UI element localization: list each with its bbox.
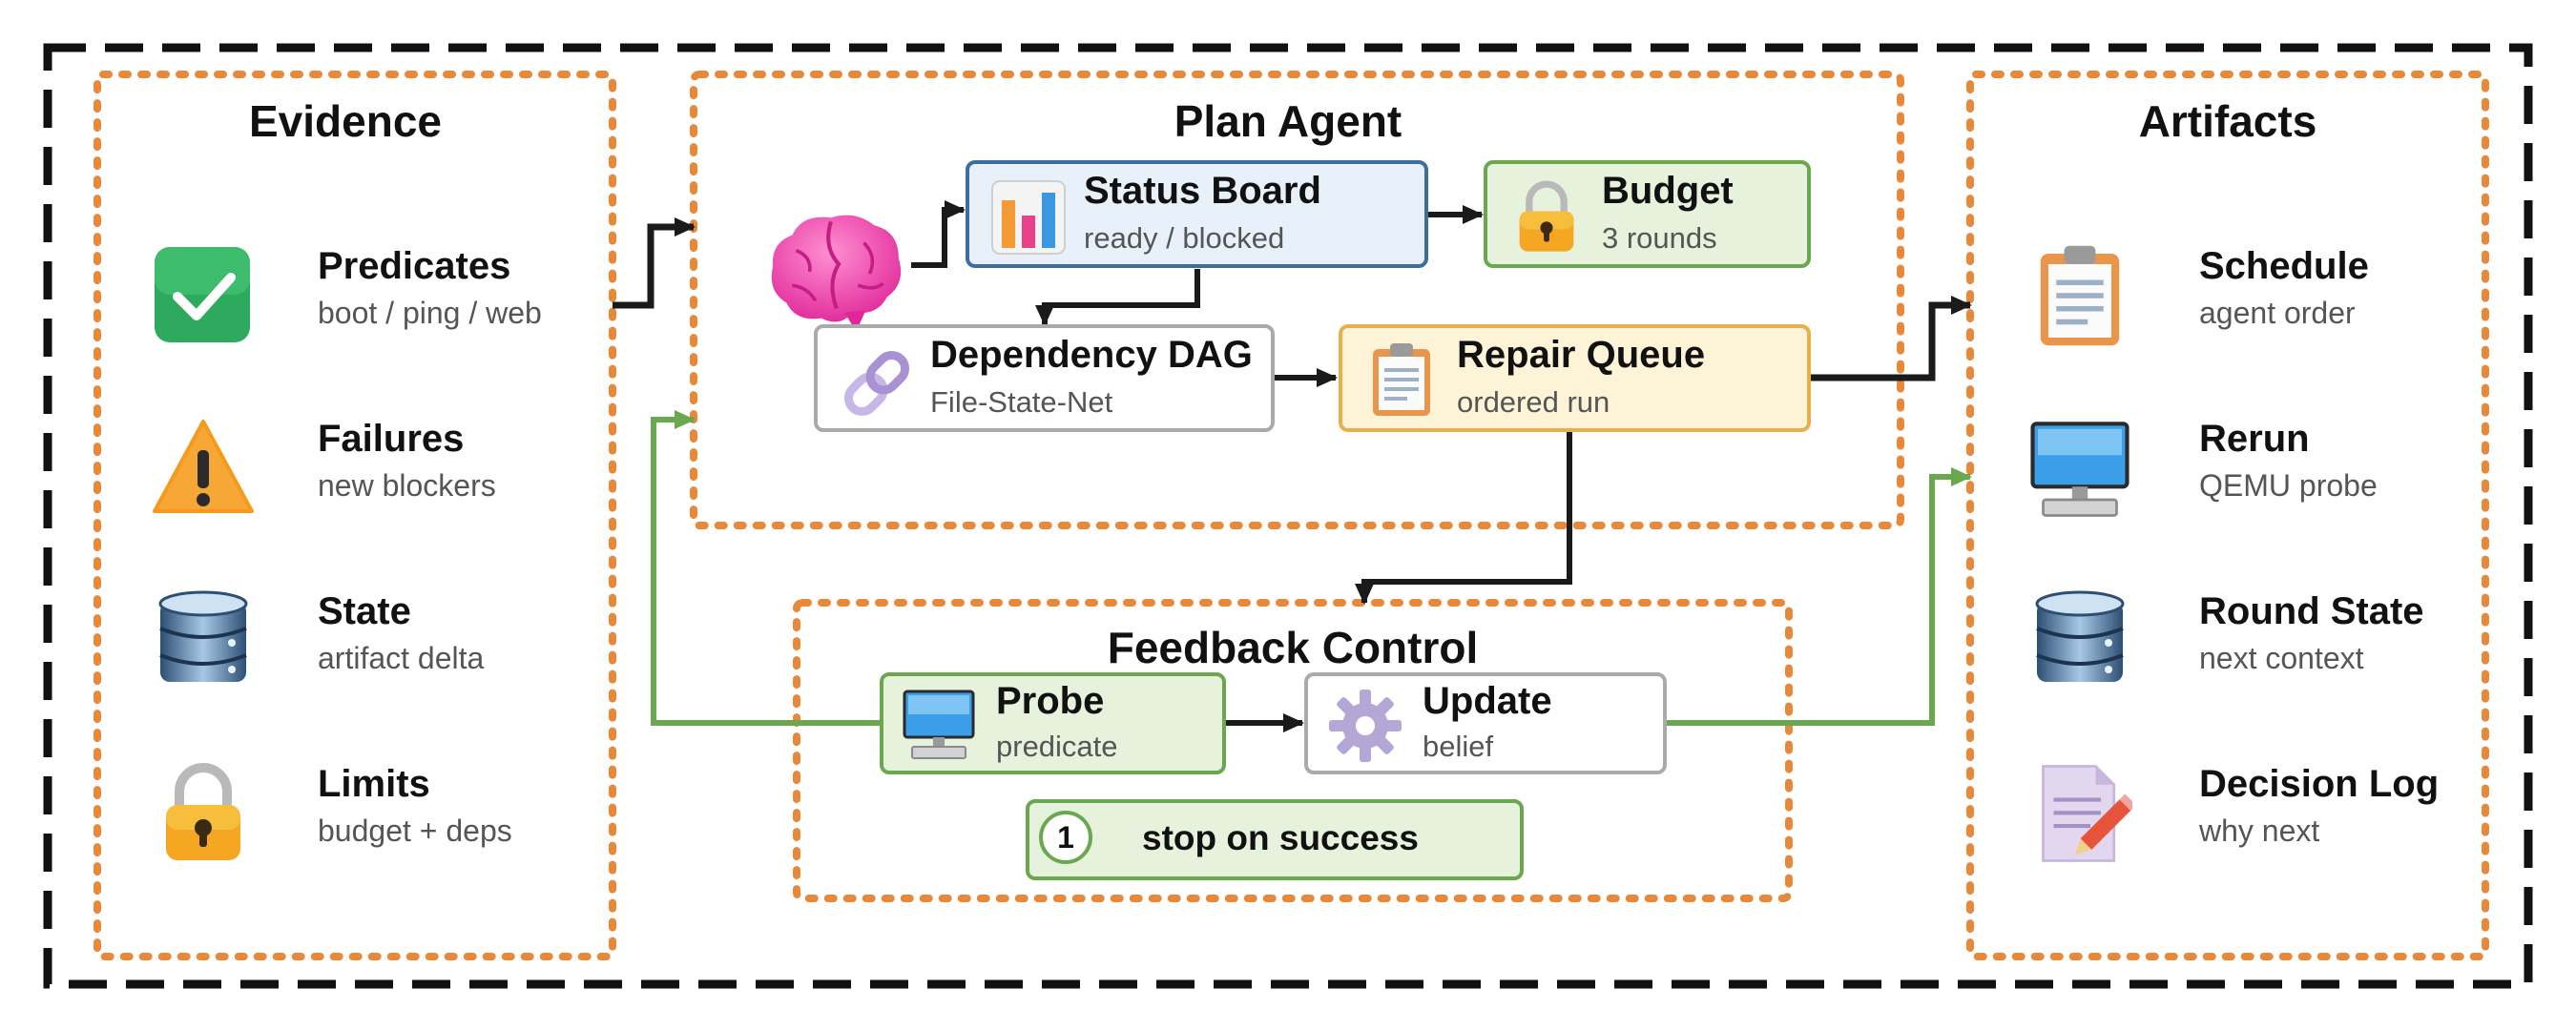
clipboard-icon bbox=[1373, 343, 1430, 416]
step-badge-number: 1 bbox=[1057, 819, 1074, 855]
gear-icon bbox=[1329, 690, 1402, 762]
evidence-sub: budget + deps bbox=[318, 814, 512, 848]
evidence-to-plan-arrow bbox=[613, 217, 696, 309]
update-label: Update bbox=[1423, 680, 1552, 722]
evidence-title: Evidence bbox=[249, 96, 442, 146]
evidence-sub: boot / ping / web bbox=[318, 296, 542, 330]
budget-node[interactable]: Budget 3 rounds bbox=[1484, 160, 1811, 268]
artifacts-label: Schedule bbox=[2199, 245, 2369, 287]
clipboard-icon bbox=[2040, 245, 2120, 346]
stop-on-success-node[interactable]: 1 stop on success bbox=[1026, 799, 1524, 880]
status-board-label: Status Board bbox=[1084, 170, 1321, 212]
monitor-icon bbox=[2030, 422, 2129, 517]
update-node[interactable]: Update belief bbox=[1304, 672, 1667, 774]
repair-queue-sub: ordered run bbox=[1457, 385, 1610, 419]
artifacts-title: Artifacts bbox=[2138, 96, 2317, 146]
dependency-dag-label: Dependency DAG bbox=[930, 334, 1253, 376]
update-to-artifacts-arrow bbox=[1665, 467, 1972, 726]
artifacts-sub: next context bbox=[2199, 641, 2364, 675]
dependency-dag-sub: File-State-Net bbox=[930, 385, 1113, 419]
budget-sub: 3 rounds bbox=[1602, 221, 1717, 255]
artifacts-label: Decision Log bbox=[2199, 763, 2440, 805]
lock-icon bbox=[166, 763, 240, 860]
repair-queue-label: Repair Queue bbox=[1457, 334, 1706, 376]
repair-queue-node[interactable]: Repair Queue ordered run bbox=[1339, 324, 1811, 432]
brain-icon bbox=[771, 215, 902, 332]
probe-to-plan-feedback-arrow bbox=[651, 410, 880, 726]
artifacts-sub: QEMU probe bbox=[2199, 468, 2378, 503]
artifacts-label: Round State bbox=[2199, 590, 2424, 632]
link-icon bbox=[843, 350, 910, 417]
probe-label: Probe bbox=[996, 680, 1105, 722]
check-icon bbox=[155, 247, 250, 342]
artifacts-sub: agent order bbox=[2199, 296, 2356, 330]
plan-agent-title: Plan Agent bbox=[1174, 96, 1402, 146]
probe-node[interactable]: Probe predicate bbox=[880, 672, 1226, 774]
status-board-node[interactable]: Status Board ready / blocked bbox=[966, 160, 1428, 268]
evidence-sub: artifact delta bbox=[318, 641, 485, 675]
evidence-label: Predicates bbox=[318, 245, 511, 287]
dependency-dag-node[interactable]: Dependency DAG File-State-Net bbox=[814, 324, 1275, 432]
artifacts-label: Rerun bbox=[2199, 418, 2310, 460]
repair-to-feedback-arrow bbox=[1355, 431, 1572, 605]
update-sub: belief bbox=[1423, 730, 1494, 763]
lock-icon bbox=[1519, 180, 1574, 252]
budget-label: Budget bbox=[1602, 170, 1734, 212]
stop-on-success-label: stop on success bbox=[1142, 818, 1419, 857]
evidence-label: Failures bbox=[318, 418, 465, 460]
evidence-sub: new blockers bbox=[318, 468, 496, 503]
warning-icon bbox=[153, 420, 254, 513]
document-pen-icon bbox=[2042, 765, 2132, 862]
database-icon bbox=[158, 590, 248, 682]
step-badge: 1 bbox=[1039, 811, 1092, 864]
artifacts-sub: why next bbox=[2199, 814, 2320, 848]
repair-to-artifacts-arrow bbox=[1810, 296, 1972, 381]
probe-sub: predicate bbox=[996, 730, 1118, 763]
evidence-label: Limits bbox=[318, 763, 430, 805]
evidence-label: State bbox=[318, 590, 411, 632]
bar-chart-icon bbox=[991, 180, 1066, 255]
database-icon bbox=[2035, 590, 2125, 682]
monitor-icon bbox=[903, 690, 975, 759]
brain-to-status-arrow bbox=[911, 200, 966, 268]
status-to-dag-arrow bbox=[1035, 269, 1200, 326]
feedback-control-title: Feedback Control bbox=[1107, 623, 1479, 672]
status-board-sub: ready / blocked bbox=[1084, 221, 1285, 255]
